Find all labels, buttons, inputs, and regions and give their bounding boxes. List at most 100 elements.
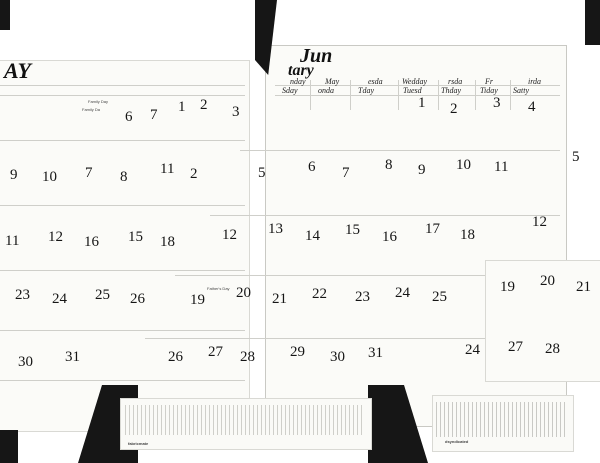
center-sheet-title: Jun [300,45,333,67]
footer-brand-left: fabricmate [128,441,149,446]
center-day: 23 [355,289,370,305]
weekday-header: irda [528,77,542,86]
mini-calendar-block-right [436,402,566,437]
top-right-dark [585,0,600,45]
left-day: 18 [160,234,175,250]
center-day: 2 [450,101,458,117]
left-grid-line [0,85,245,86]
left-sheet-dark-corner [0,0,10,30]
center-day: 20 [236,285,251,301]
left-day: 30 [18,354,33,370]
center-day: 17 [425,221,440,237]
left-sheet-title: AY [4,58,31,83]
left-grid-line [0,380,245,381]
weekday-header: May [325,77,340,86]
center-sheet-subtitle: tary [288,62,314,79]
center-col-line [510,80,511,110]
center-day: 21 [272,291,287,307]
left-day: 2 [190,166,198,182]
footer-brand-right: dsyndicated [445,439,469,444]
center-day: 10 [456,157,471,173]
right-day: 28 [545,341,560,357]
left-day: 16 [84,234,99,250]
left-day: 15 [128,229,143,245]
weekday-header: Wedday [402,77,428,86]
weekday-header-alt: onda [318,86,334,95]
center-day: 7 [342,165,350,181]
left-day: 11 [5,233,20,249]
weekday-header: esda [368,77,383,86]
weekday-header-alt: Tuesd [403,86,422,95]
weekday-header: Fr [485,77,493,86]
center-day: 6 [308,159,316,175]
left-day: 7 [85,165,93,181]
right-day: 20 [540,273,555,289]
left-day: 12 [48,229,63,245]
center-grid-line [275,95,560,96]
left-grid-line [0,95,245,96]
center-col-line [350,80,351,110]
center-day: 26 [168,349,183,365]
left-day: 24 [52,291,67,307]
center-day: 1 [418,95,426,111]
center-day: 15 [345,222,360,238]
left-calendar-sheet [0,60,250,432]
left-grid-line [0,330,245,331]
center-col-line [475,80,476,110]
center-day: 9 [418,162,426,178]
left-grid-line [0,270,245,271]
center-grid-line [175,275,560,276]
center-grid-line [210,215,560,216]
weekday-header-alt: Tday [358,86,374,95]
weekday-header: rsda [448,77,463,86]
center-day: 3 [493,95,501,111]
center-day: 18 [460,227,475,243]
center-day: 25 [432,289,447,305]
center-grid-line [240,150,560,151]
center-day: 12 [222,227,237,243]
center-note: Father's Day [207,286,230,291]
left-day: 3 [232,104,240,120]
center-day: 4 [528,99,536,115]
left-day: 6 [125,109,133,125]
left-grid-line [0,205,245,206]
left-day: 23 [15,287,30,303]
left-note: Family Da [82,107,101,112]
weekday-header-alt: Satty [513,86,529,95]
center-col-line [438,80,439,110]
right-day: 27 [508,339,523,355]
center-day: 8 [385,157,393,173]
center-day: 22 [312,286,327,302]
left-day: 31 [65,349,80,365]
left-day: 9 [10,167,18,183]
center-day: 16 [382,229,397,245]
mini-calendar-block [125,405,365,435]
center-grid-line [145,338,560,339]
center-day: 13 [268,221,283,237]
left-day: 1 [178,99,186,115]
left-grid-line [0,140,245,141]
center-col-line [398,80,399,110]
right-day: 12 [532,214,547,230]
left-day: 8 [120,169,128,185]
bottom-edge-dark [0,430,18,463]
center-day: 30 [330,349,345,365]
weekday-header-alt: Tiday [480,86,498,95]
right-day: 19 [500,279,515,295]
center-grid-line [275,85,560,86]
left-day: 26 [130,291,145,307]
left-day: 25 [95,287,110,303]
left-day: 2 [200,97,208,113]
left-day: 7 [150,107,158,123]
center-day: 5 [258,165,266,181]
left-note: Family Day [88,99,109,104]
center-day: 19 [190,292,205,308]
center-day: 14 [305,228,320,244]
center-col-line [310,80,311,110]
right-day: 24 [465,342,480,358]
center-day: 31 [368,345,383,361]
weekday-header: nday [290,77,306,86]
center-day: 28 [240,349,255,365]
right-day: 21 [576,279,591,295]
right-day: 5 [572,149,580,165]
